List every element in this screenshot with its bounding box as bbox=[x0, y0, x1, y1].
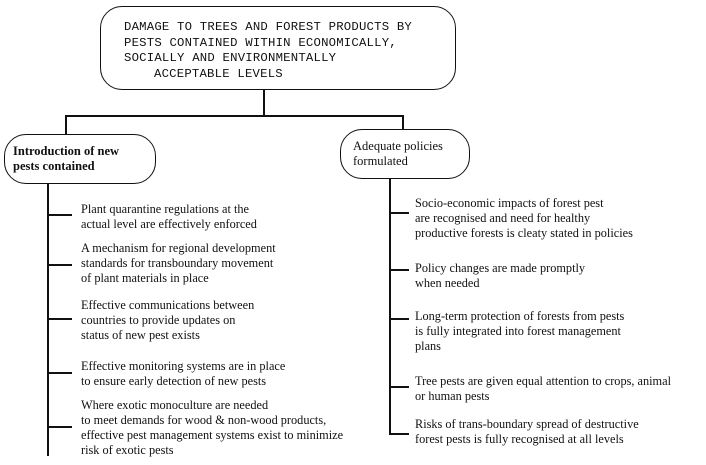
goal-stem-line bbox=[263, 90, 265, 116]
left-item-line: actual level are effectively enforced bbox=[81, 217, 257, 231]
right-item-line: Socio-economic impacts of forest pest bbox=[415, 196, 604, 210]
left-item: Effective monitoring systems are in plac… bbox=[81, 359, 285, 389]
right-branch-title-line: Adequate policies bbox=[353, 139, 443, 153]
left-item-line: Where exotic monoculture are needed bbox=[81, 398, 269, 412]
left-tick-line bbox=[47, 214, 72, 216]
right-spine-line bbox=[389, 179, 391, 434]
right-item-line: or human pests bbox=[415, 389, 490, 403]
left-drop-line bbox=[65, 115, 67, 134]
left-item-line: to ensure early detection of new pests bbox=[81, 374, 267, 388]
left-item: A mechanism for regional development sta… bbox=[81, 241, 276, 286]
left-tick-line bbox=[47, 318, 72, 320]
goal-text-line: DAMAGE TO TREES AND FOREST PRODUCTS BY bbox=[124, 20, 413, 34]
left-item-line: of plant materials in place bbox=[81, 271, 209, 285]
right-tick-line bbox=[389, 433, 409, 435]
right-tick-line bbox=[389, 212, 409, 214]
goal-text-line: SOCIALLY AND ENVIRONMENTALLY bbox=[124, 51, 337, 65]
left-item-line: A mechanism for regional development bbox=[81, 241, 276, 255]
right-item: Policy changes are made promptly when ne… bbox=[415, 261, 585, 291]
left-item-line: Plant quarantine regulations at the bbox=[81, 202, 250, 216]
goal-box: DAMAGE TO TREES AND FOREST PRODUCTS BY P… bbox=[100, 6, 456, 90]
left-item-line: Effective communications between bbox=[81, 298, 255, 312]
right-drop-line bbox=[402, 115, 404, 129]
right-branch-box: Adequate policies formulated bbox=[340, 129, 470, 179]
right-tick-line bbox=[389, 269, 409, 271]
right-item-line: productive forests is cleaty stated in p… bbox=[415, 226, 633, 240]
goal-text-line: ACCEPTABLE LEVELS bbox=[154, 66, 283, 81]
left-item: Plant quarantine regulations at the actu… bbox=[81, 202, 257, 232]
right-tick-line bbox=[389, 318, 409, 320]
left-item-line: standards for transboundary movement bbox=[81, 256, 274, 270]
left-item-line: Effective monitoring systems are in plac… bbox=[81, 359, 286, 373]
left-tick-line bbox=[47, 264, 72, 266]
goal-text-line: PESTS CONTAINED WITHIN ECONOMICALLY, bbox=[124, 35, 397, 50]
left-item: Effective communications between countri… bbox=[81, 298, 254, 343]
left-branch-title-line: Introduction of new bbox=[13, 144, 120, 158]
right-item: Risks of trans-boundary spread of destru… bbox=[415, 417, 639, 447]
right-item-line: forest pests is fully recognised at all … bbox=[415, 432, 624, 446]
right-item-line: plans bbox=[415, 339, 441, 353]
left-tick-line bbox=[47, 426, 72, 428]
branch-bar-line bbox=[65, 115, 403, 117]
right-item-line: when needed bbox=[415, 276, 480, 290]
left-item: Where exotic monoculture are needed to m… bbox=[81, 398, 343, 458]
left-item-line: countries to provide updates on bbox=[81, 313, 236, 327]
right-item-line: Tree pests are given equal attention to … bbox=[415, 374, 672, 388]
right-item: Tree pests are given equal attention to … bbox=[415, 374, 671, 404]
left-item-line: to meet demands for wood & non-wood prod… bbox=[81, 413, 327, 427]
right-branch-title-line: formulated bbox=[353, 154, 408, 168]
right-item-line: Risks of trans-boundary spread of destru… bbox=[415, 417, 639, 431]
right-item-line: are recognised and need for healthy bbox=[415, 211, 591, 225]
left-branch-box: Introduction of new pests contained bbox=[4, 134, 156, 184]
left-item-line: risk of exotic pests bbox=[81, 443, 174, 457]
right-item-line: Long-term protection of forests from pes… bbox=[415, 309, 625, 323]
right-item-line: is fully integrated into forest manageme… bbox=[415, 324, 621, 338]
right-tick-line bbox=[389, 386, 409, 388]
right-item: Socio-economic impacts of forest pest ar… bbox=[415, 196, 633, 241]
left-tick-line bbox=[47, 372, 72, 374]
right-item-line: Policy changes are made promptly bbox=[415, 261, 586, 275]
right-item: Long-term protection of forests from pes… bbox=[415, 309, 624, 354]
left-spine-line bbox=[47, 184, 49, 456]
left-branch-title-line: pests contained bbox=[13, 159, 95, 173]
left-item-line: status of new pest exists bbox=[81, 328, 200, 342]
left-item-line: effective pest management systems exist … bbox=[81, 428, 344, 442]
